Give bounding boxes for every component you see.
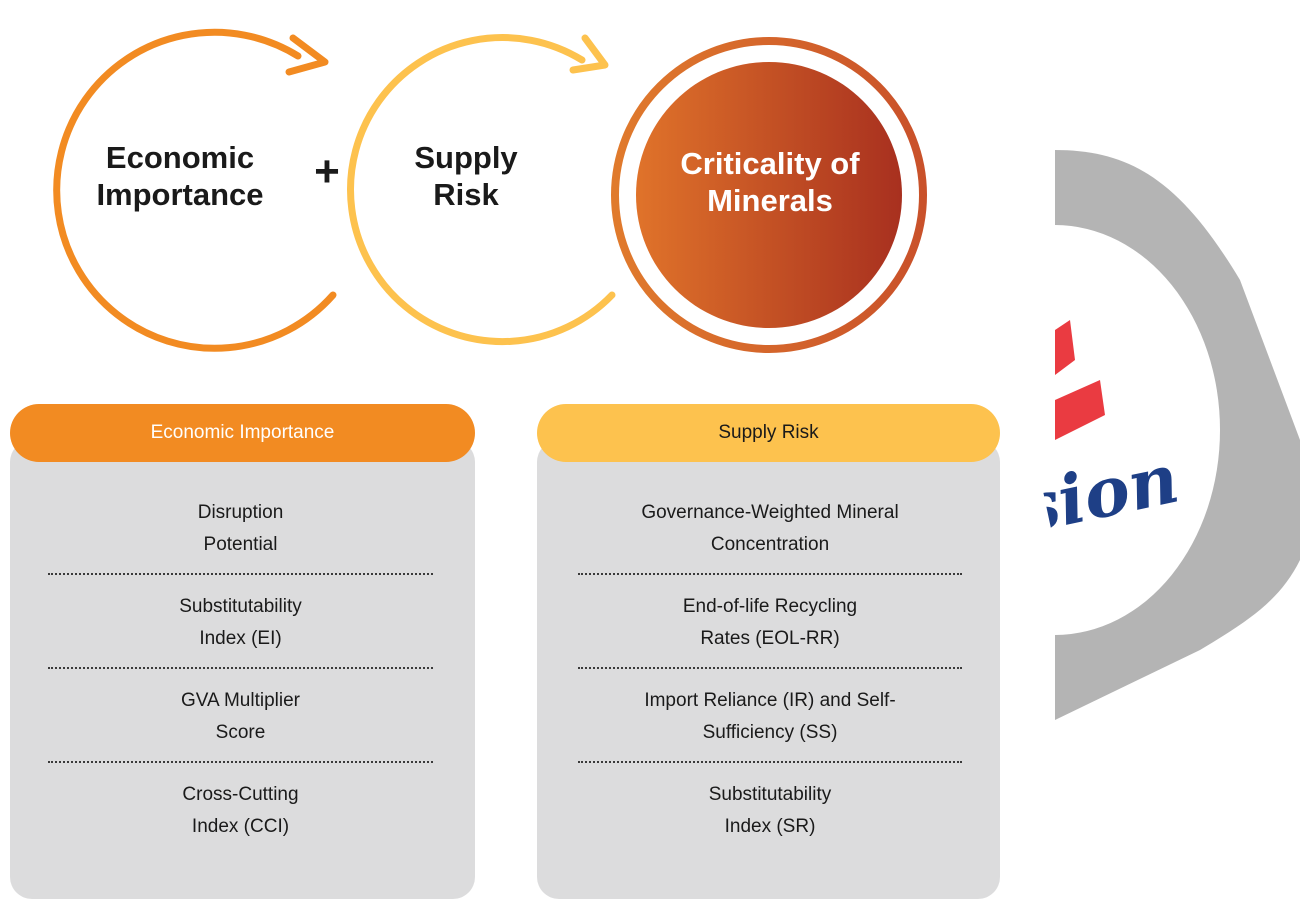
orange-arrowhead-icon bbox=[285, 34, 329, 76]
list-item: Import Reliance (IR) and Self- Sufficien… bbox=[578, 685, 962, 779]
economic-importance-title-line2: Importance bbox=[96, 177, 264, 212]
list-item: Substitutability Index (EI) bbox=[48, 591, 433, 685]
plus-sign: + bbox=[314, 147, 340, 196]
list-item: Governance-Weighted Mineral Concentratio… bbox=[578, 497, 962, 591]
economic-importance-card bbox=[10, 440, 475, 899]
supply-risk-title: Supply Risk bbox=[376, 139, 556, 213]
economic-importance-header: Economic Importance bbox=[10, 404, 475, 462]
supply-risk-title-line1: Supply bbox=[414, 140, 518, 175]
criticality-title-line2: Minerals bbox=[707, 183, 833, 218]
yellow-arrowhead-icon bbox=[569, 34, 609, 74]
list-item-label: Substitutability Index (SR) bbox=[708, 784, 832, 837]
supply-risk-list: Governance-Weighted Mineral Concentratio… bbox=[578, 497, 962, 873]
criticality-circle bbox=[611, 37, 927, 353]
supply-risk-title-line2: Risk bbox=[433, 177, 499, 212]
supply-risk-header: Supply Risk bbox=[537, 404, 1000, 462]
economic-importance-list: Disruption Potential Substitutability In… bbox=[48, 497, 433, 873]
watermark-area bbox=[1055, 150, 1300, 720]
list-item: Substitutability Index (SR) bbox=[578, 779, 962, 873]
watermark-logo bbox=[890, 150, 1300, 720]
watermark-red-mark bbox=[1055, 320, 1105, 440]
economic-importance-title-line1: Economic bbox=[105, 140, 255, 175]
economic-importance-title: Economic Importance bbox=[70, 139, 290, 213]
list-item-label: Disruption Potential bbox=[197, 502, 284, 555]
list-item-label: Governance-Weighted Mineral Concentratio… bbox=[641, 502, 899, 555]
list-item-label: GVA Multiplier Score bbox=[181, 690, 300, 743]
list-item-label: Import Reliance (IR) and Self- Sufficien… bbox=[644, 690, 896, 743]
list-item: Cross-Cutting Index (CCI) bbox=[48, 779, 433, 873]
supply-risk-circle bbox=[347, 34, 616, 346]
criticality-title: Criticality of Minerals bbox=[640, 145, 900, 219]
list-item-label: Cross-Cutting Index (CCI) bbox=[182, 784, 299, 837]
list-item-label: End-of-life Recycling Rates (EOL-RR) bbox=[682, 596, 858, 649]
economic-importance-circle bbox=[53, 28, 337, 352]
list-item: GVA Multiplier Score bbox=[48, 685, 433, 779]
list-item-label: Substitutability Index (EI) bbox=[179, 596, 302, 649]
list-item: Disruption Potential bbox=[48, 497, 433, 591]
list-item: End-of-life Recycling Rates (EOL-RR) bbox=[578, 591, 962, 685]
criticality-title-line1: Criticality of bbox=[680, 146, 860, 181]
supply-risk-card bbox=[537, 440, 1000, 899]
